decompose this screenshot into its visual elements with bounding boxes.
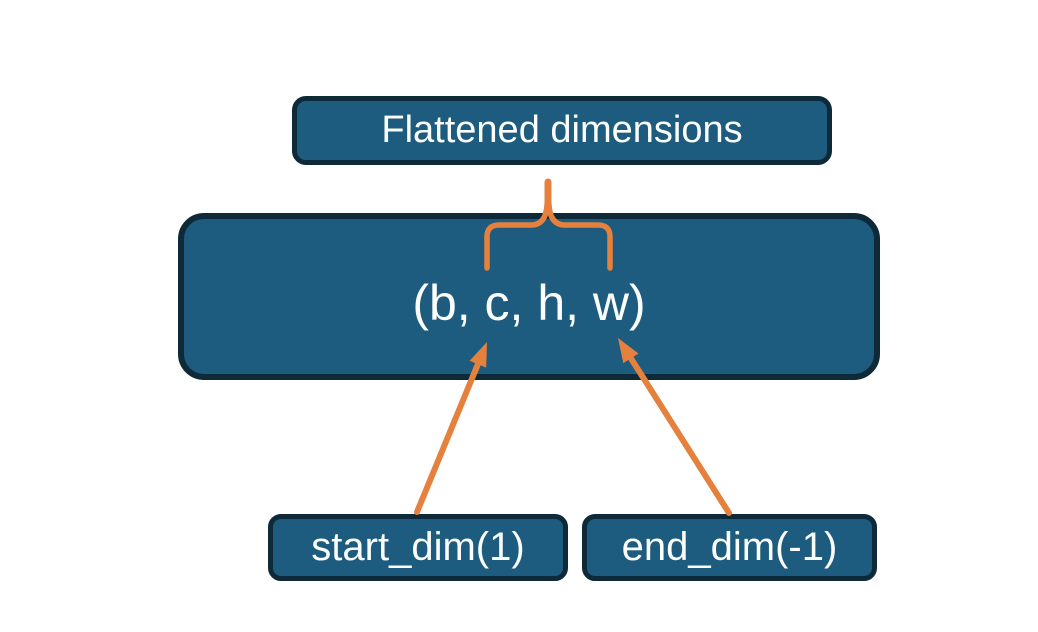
end-dim-arrow-line [627,355,732,516]
end-dim-box: end_dim(-1) [582,514,877,581]
start-dim-arrow-line [414,361,481,515]
flattened-dimensions-label: Flattened dimensions [381,109,743,151]
flattened-dimensions-box: Flattened dimensions [292,96,832,165]
tensor-shape-label: (b, c, h, w) [412,274,646,331]
end-dim-label: end_dim(-1) [621,525,838,569]
start-dim-label: start_dim(1) [311,525,525,569]
start-dim-box: start_dim(1) [268,514,568,581]
tensor-shape-box: (b, c, h, w) [178,213,880,380]
